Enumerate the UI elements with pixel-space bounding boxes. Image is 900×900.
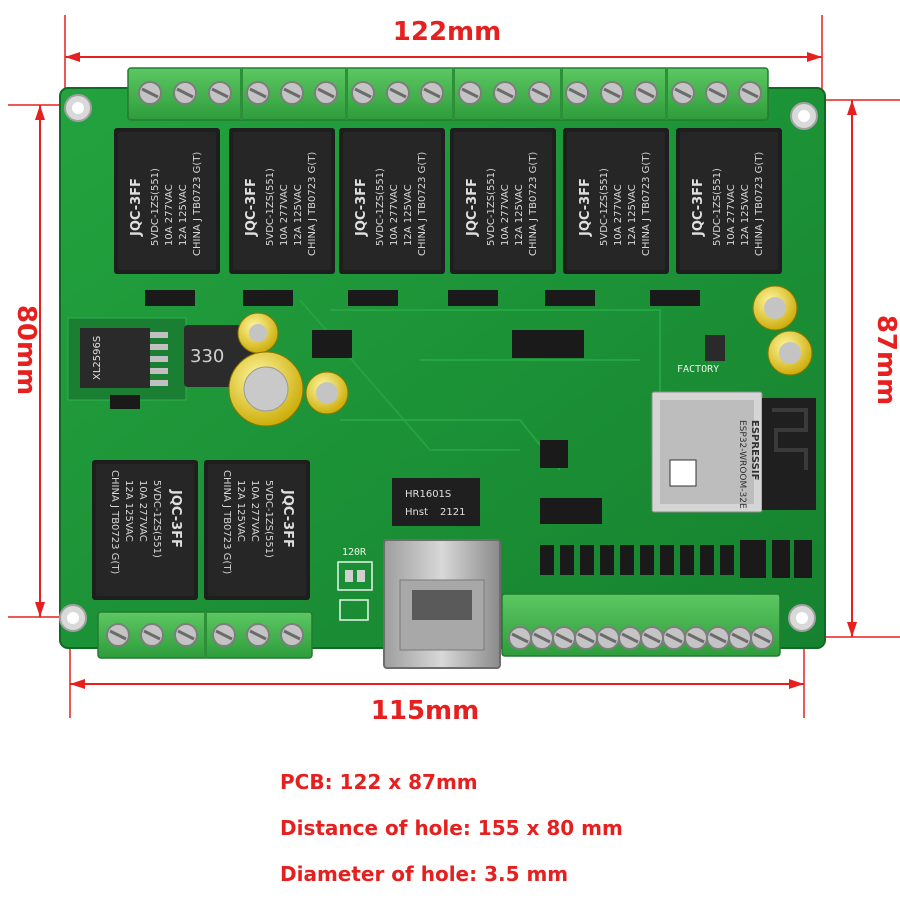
svg-text:5VDC-1ZS(551): 5VDC-1ZS(551)	[712, 168, 723, 246]
relay: JQC-3FF 5VDC-1ZS(551) 10A 277VAC 12A 125…	[450, 128, 556, 274]
svg-text:JQC-3FF: JQC-3FF	[691, 178, 706, 237]
left-height-label: 80mm	[11, 305, 41, 395]
regulator-label: XL2596S	[92, 336, 103, 380]
bottom-width-label: 115mm	[371, 696, 479, 726]
mounting-hole-top-left	[64, 94, 92, 122]
svg-text:CHINA J TB0723 G(T): CHINA J TB0723 G(T)	[307, 152, 318, 256]
svg-text:12A 125VAC: 12A 125VAC	[740, 184, 751, 246]
capacitors	[228, 285, 813, 427]
terminal-block-top	[127, 67, 769, 121]
inductor-label: 330	[190, 346, 224, 367]
dimension-right: 87mm	[810, 99, 900, 638]
ic-chips: FACTORY	[512, 330, 725, 524]
relay: JQC-3FF 5VDC-1ZS(551) 10A 277VAC 12A 125…	[563, 128, 669, 274]
svg-text:JQC-3FF: JQC-3FF	[280, 489, 295, 548]
svg-text:12A 125VAC: 12A 125VAC	[627, 184, 638, 246]
transformer-label: HR1601S	[405, 489, 451, 500]
terminal-block-bottom-right	[501, 593, 781, 657]
svg-text:CHINA J TB0723 G(T): CHINA J TB0723 G(T)	[109, 470, 120, 574]
top-width-label: 122mm	[393, 17, 501, 47]
svg-text:5VDC-1ZS(551): 5VDC-1ZS(551)	[486, 168, 497, 246]
svg-text:12A 125VAC: 12A 125VAC	[293, 184, 304, 246]
svg-text:10A 277VAC: 10A 277VAC	[137, 480, 148, 542]
power-section: XL2596S 330	[67, 317, 352, 409]
svg-text:CHINA J TB0723 G(T): CHINA J TB0723 G(T)	[528, 152, 539, 256]
svg-text:5VDC-1ZS(551): 5VDC-1ZS(551)	[265, 168, 276, 246]
svg-text:12A 125VAC: 12A 125VAC	[123, 480, 134, 542]
transformer-code: 2121	[440, 507, 465, 518]
svg-text:5VDC-1ZS(551): 5VDC-1ZS(551)	[263, 480, 274, 558]
svg-text:JQC-3FF: JQC-3FF	[168, 489, 183, 548]
smd-components-top	[145, 290, 700, 306]
relay-row-top: JQC-3FF 5VDC-1ZS(551) 10A 277VAC 12A 125…	[114, 128, 782, 274]
dimension-bottom: 115mm	[69, 625, 805, 726]
spec-pcb-size: PCB: 122 x 87mm	[280, 770, 478, 794]
svg-text:JQC-3FF: JQC-3FF	[354, 178, 369, 237]
mounting-holes	[59, 94, 818, 632]
svg-text:CHINA J TB0723 G(T): CHINA J TB0723 G(T)	[221, 470, 232, 574]
svg-text:5VDC-1ZS(551): 5VDC-1ZS(551)	[150, 168, 161, 246]
esp-label: ESPRESSIF	[749, 420, 760, 480]
svg-text:10A 277VAC: 10A 277VAC	[249, 480, 260, 542]
svg-text:12A 125VAC: 12A 125VAC	[514, 184, 525, 246]
svg-text:5VDC-1ZS(551): 5VDC-1ZS(551)	[375, 168, 386, 246]
resistor-array	[540, 540, 812, 578]
svg-text:10A 277VAC: 10A 277VAC	[500, 184, 511, 246]
transformer-brand: Hnst	[405, 507, 428, 518]
relay-row-bottom: JQC-3FF 5VDC-1ZS(551) 10A 277VAC 12A 125…	[92, 460, 310, 600]
svg-text:JQC-3FF: JQC-3FF	[129, 178, 144, 237]
svg-text:10A 277VAC: 10A 277VAC	[389, 184, 400, 246]
relay: JQC-3FF 5VDC-1ZS(551) 10A 277VAC 12A 125…	[339, 128, 445, 274]
svg-text:5VDC-1ZS(551): 5VDC-1ZS(551)	[599, 168, 610, 246]
svg-text:JQC-3FF: JQC-3FF	[578, 178, 593, 237]
factory-label: FACTORY	[677, 364, 719, 375]
svg-text:CHINA J TB0723 G(T): CHINA J TB0723 G(T)	[192, 152, 203, 256]
svg-text:5VDC-1ZS(551): 5VDC-1ZS(551)	[151, 480, 162, 558]
rj45-connector	[383, 539, 501, 669]
svg-text:CHINA J TB0723 G(T): CHINA J TB0723 G(T)	[754, 152, 765, 256]
mounting-hole-bottom-right	[788, 604, 816, 632]
svg-text:10A 277VAC: 10A 277VAC	[613, 184, 624, 246]
svg-text:10A 277VAC: 10A 277VAC	[726, 184, 737, 246]
svg-text:JQC-3FF: JQC-3FF	[244, 178, 259, 237]
right-height-label: 87mm	[871, 315, 900, 405]
relay: JQC-3FF 5VDC-1ZS(551) 10A 277VAC 12A 125…	[204, 460, 310, 600]
relay: JQC-3FF 5VDC-1ZS(551) 10A 277VAC 12A 125…	[114, 128, 220, 274]
mounting-hole-top-right	[790, 102, 818, 130]
jumper-120r: 120R	[337, 547, 373, 621]
spec-hole-distance: Distance of hole: 155 x 80 mm	[280, 816, 623, 840]
spec-hole-diameter: Diameter of hole: 3.5 mm	[280, 862, 569, 886]
dimension-top: 122mm	[64, 15, 823, 100]
svg-text:10A 277VAC: 10A 277VAC	[279, 184, 290, 246]
relay: JQC-3FF 5VDC-1ZS(551) 10A 277VAC 12A 125…	[229, 128, 335, 274]
terminal-block-bottom-left	[97, 611, 313, 659]
esp32-module: ESPRESSIF ESP32-WROOM-32E	[651, 391, 816, 513]
dimension-left: 80mm	[8, 104, 80, 618]
esp-model: ESP32-WROOM-32E	[737, 420, 747, 509]
svg-text:12A 125VAC: 12A 125VAC	[178, 184, 189, 246]
svg-text:12A 125VAC: 12A 125VAC	[235, 480, 246, 542]
svg-text:12A 125VAC: 12A 125VAC	[403, 184, 414, 246]
svg-text:CHINA J TB0723 G(T): CHINA J TB0723 G(T)	[417, 152, 428, 256]
ethernet-transformer: HR1601S Hnst 2121	[392, 478, 480, 526]
svg-text:JQC-3FF: JQC-3FF	[465, 178, 480, 237]
relay: JQC-3FF 5VDC-1ZS(551) 10A 277VAC 12A 125…	[676, 128, 782, 274]
resistor-label: 120R	[342, 547, 367, 558]
relay: JQC-3FF 5VDC-1ZS(551) 10A 277VAC 12A 125…	[92, 460, 198, 600]
svg-text:CHINA J TB0723 G(T): CHINA J TB0723 G(T)	[641, 152, 652, 256]
svg-text:10A 277VAC: 10A 277VAC	[164, 184, 175, 246]
mounting-hole-bottom-left	[59, 604, 87, 632]
